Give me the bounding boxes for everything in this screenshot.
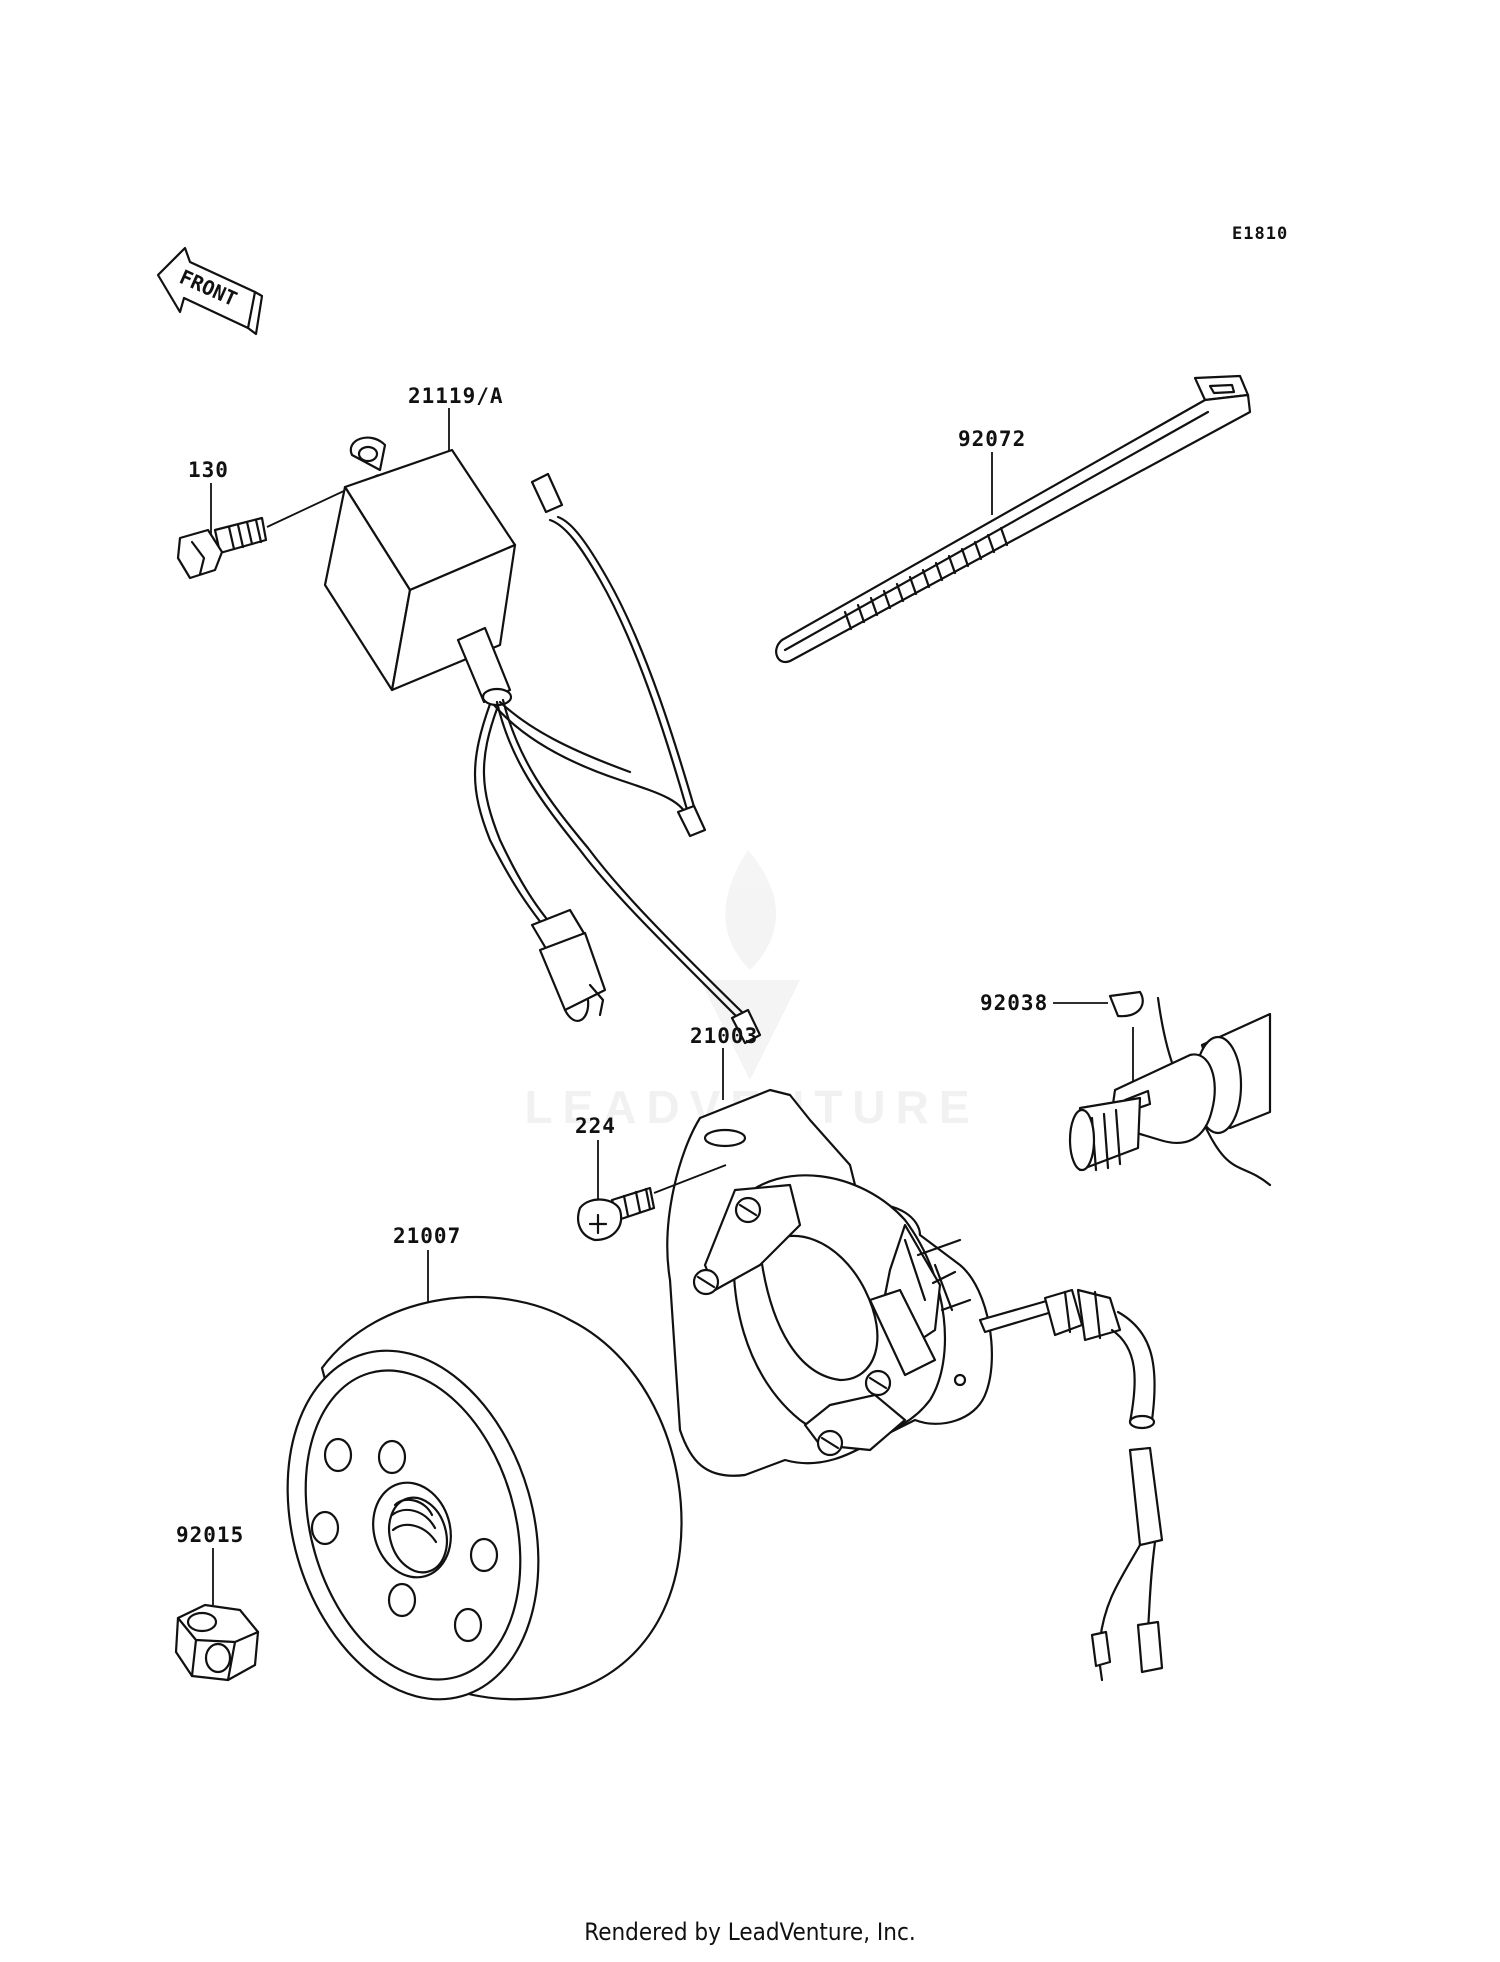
flywheel-21007[interactable]: 21007 — [249, 1224, 683, 1729]
part-number-92072: 92072 — [958, 427, 1026, 451]
cable-tie-92072[interactable]: 92072 — [775, 374, 1252, 663]
cdi-unit-21119a[interactable]: 21119/A — [323, 384, 762, 1045]
front-arrow-icon: FRONT — [156, 246, 264, 336]
bolt-130[interactable]: 130 — [176, 458, 379, 580]
part-number-21119a: 21119/A — [408, 384, 504, 408]
screw-224[interactable]: 224 — [575, 1114, 727, 1242]
part-number-130: 130 — [188, 458, 229, 482]
stator-21003[interactable]: 21003 — [666, 1024, 1164, 1682]
part-number-92015: 92015 — [176, 1523, 244, 1547]
crankshaft — [1068, 996, 1272, 1187]
nut-92015[interactable]: 92015 — [174, 1523, 260, 1682]
diagram-code: E1810 — [1232, 224, 1288, 244]
footer-credit: Rendered by LeadVenture, Inc. — [584, 1918, 916, 1946]
part-number-21003: 21003 — [690, 1024, 758, 1048]
part-number-21007: 21007 — [393, 1224, 461, 1248]
part-number-224: 224 — [575, 1114, 616, 1138]
part-number-92038: 92038 — [980, 991, 1048, 1015]
cable-tie-serrations — [843, 526, 1009, 631]
